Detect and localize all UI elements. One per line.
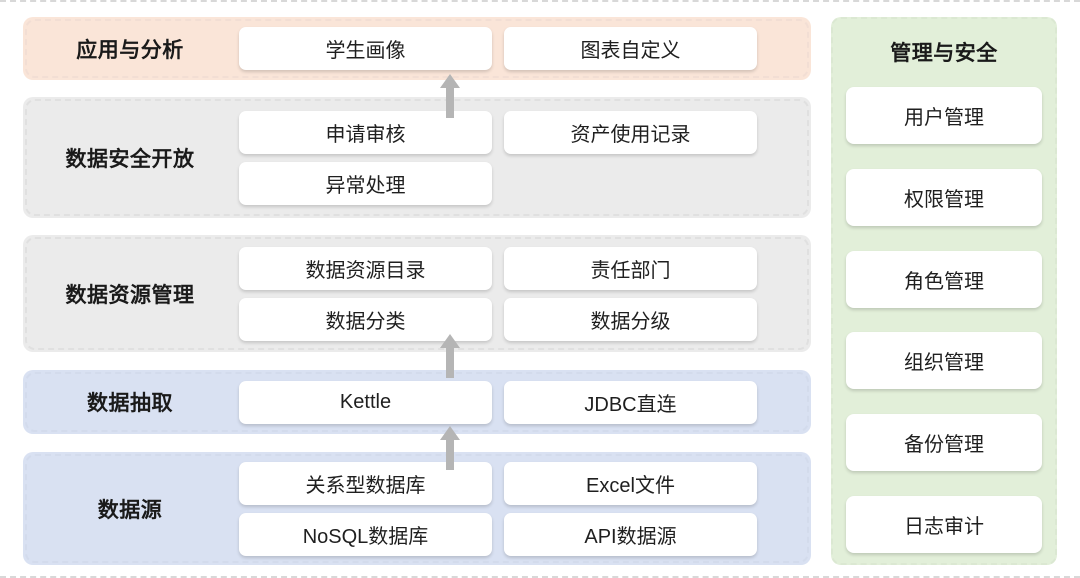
card-asset-usage-record[interactable]: 资产使用记录 bbox=[504, 110, 757, 154]
card-row: 异常处理 bbox=[239, 161, 799, 205]
card-api-data-source[interactable]: API数据源 bbox=[504, 512, 757, 556]
layer-band-data-resource-management: 数据资源管理 数据资源目录 责任部门 数据分类 数据分级 bbox=[23, 235, 811, 352]
governance-item-log-audit[interactable]: 日志审计 bbox=[846, 495, 1042, 553]
layer-label-data-extraction: 数据抽取 bbox=[87, 392, 173, 415]
card-relational-database[interactable]: 关系型数据库 bbox=[239, 461, 492, 505]
card-row: 关系型数据库 Excel文件 bbox=[239, 461, 799, 505]
card-nosql-database[interactable]: NoSQL数据库 bbox=[239, 512, 492, 556]
layer-band-data-extraction: 数据抽取 Kettle JDBC直连 bbox=[23, 370, 811, 434]
governance-item-permission-management[interactable]: 权限管理 bbox=[846, 168, 1042, 226]
governance-item-list: 用户管理 权限管理 角色管理 组织管理 备份管理 日志审计 bbox=[846, 87, 1042, 565]
card-data-resource-catalog[interactable]: 数据资源目录 bbox=[239, 246, 492, 290]
layer-label-data-resource-management: 数据资源管理 bbox=[65, 283, 195, 307]
card-row: NoSQL数据库 API数据源 bbox=[239, 512, 799, 556]
card-chart-customization[interactable]: 图表自定义 bbox=[504, 27, 757, 70]
arrow-up-icon-extraction-to-resource bbox=[439, 334, 461, 378]
card-exception-handling[interactable]: 异常处理 bbox=[239, 161, 492, 205]
layer-stack: 应用与分析 学生画像 图表自定义 数据安全开放 申请审核 资产使用记录 异常处理 bbox=[23, 17, 811, 565]
card-responsible-department[interactable]: 责任部门 bbox=[504, 246, 757, 290]
card-row: 数据资源目录 责任部门 bbox=[239, 246, 799, 290]
arrow-up-icon-source-to-extraction bbox=[439, 426, 461, 470]
layer-band-application: 应用与分析 学生画像 图表自定义 bbox=[23, 17, 811, 80]
card-data-grading[interactable]: 数据分级 bbox=[504, 297, 757, 341]
layer-cards-data-source: 关系型数据库 Excel文件 NoSQL数据库 API数据源 bbox=[239, 454, 799, 563]
card-kettle[interactable]: Kettle bbox=[239, 380, 492, 424]
card-data-classification[interactable]: 数据分类 bbox=[239, 297, 492, 341]
governance-item-backup-management[interactable]: 备份管理 bbox=[846, 414, 1042, 472]
layer-label-application: 应用与分析 bbox=[76, 38, 184, 62]
arrow-up-icon-security-to-application bbox=[439, 74, 461, 118]
card-jdbc-direct[interactable]: JDBC直连 bbox=[504, 380, 757, 424]
governance-panel-title: 管理与安全 bbox=[890, 42, 998, 65]
layer-cards-data-extraction: Kettle JDBC直连 bbox=[239, 372, 799, 432]
layer-label-data-source: 数据源 bbox=[97, 498, 163, 522]
card-excel-file[interactable]: Excel文件 bbox=[504, 461, 757, 505]
governance-item-role-management[interactable]: 角色管理 bbox=[846, 250, 1042, 308]
card-row: 申请审核 资产使用记录 bbox=[239, 110, 799, 154]
card-row: 学生画像 图表自定义 bbox=[239, 27, 799, 70]
governance-item-organization-management[interactable]: 组织管理 bbox=[846, 332, 1042, 390]
layer-band-data-source: 数据源 关系型数据库 Excel文件 NoSQL数据库 API数据源 bbox=[23, 452, 811, 565]
layer-band-data-security-open: 数据安全开放 申请审核 资产使用记录 异常处理 bbox=[23, 97, 811, 218]
governance-panel: 管理与安全 用户管理 权限管理 角色管理 组织管理 备份管理 日志审计 bbox=[831, 17, 1057, 565]
layer-cards-data-resource-management: 数据资源目录 责任部门 数据分类 数据分级 bbox=[239, 237, 799, 350]
card-row: Kettle JDBC直连 bbox=[239, 380, 799, 424]
governance-item-user-management[interactable]: 用户管理 bbox=[846, 87, 1042, 144]
layer-cards-application: 学生画像 图表自定义 bbox=[239, 19, 799, 78]
layer-label-data-security-open: 数据安全开放 bbox=[65, 147, 195, 171]
card-placeholder bbox=[504, 162, 757, 205]
card-student-profile[interactable]: 学生画像 bbox=[239, 27, 492, 70]
layer-cards-data-security-open: 申请审核 资产使用记录 异常处理 bbox=[239, 99, 799, 216]
card-row: 数据分类 数据分级 bbox=[239, 297, 799, 341]
